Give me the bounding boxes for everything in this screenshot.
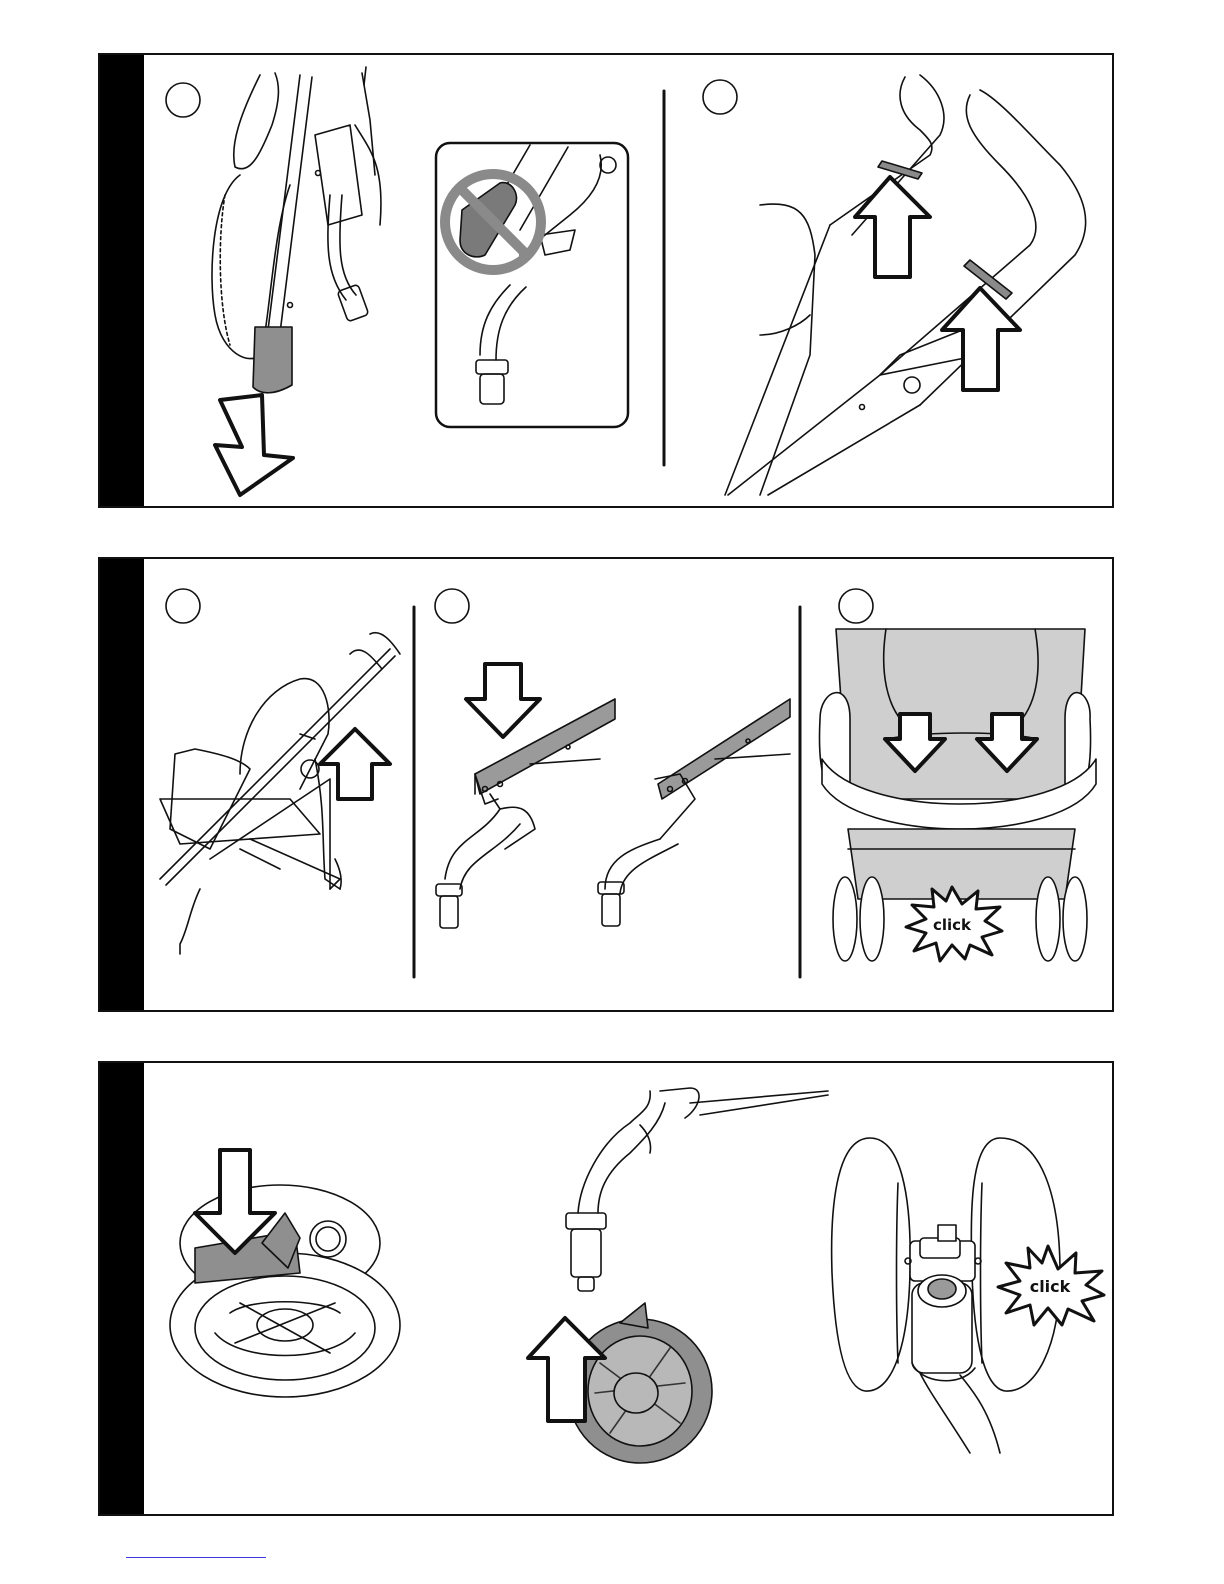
lock-joint-after-illustration [598, 699, 790, 926]
down-arrow-icon [466, 664, 540, 737]
step-2-circle-icon [703, 80, 737, 114]
wheel-mount-illustration [566, 1088, 828, 1291]
up-arrow-icon [855, 177, 930, 277]
click-label: click [1030, 1277, 1071, 1296]
lock-joint-before-illustration [436, 699, 615, 928]
step-3-circle-icon [839, 589, 873, 623]
panel-3-illustration: click [100, 1063, 1114, 1516]
handlebar-illustration [725, 75, 1086, 495]
panel-2-illustration: click [100, 559, 1114, 1012]
footer-rule [126, 1557, 266, 1558]
step-1-circle-icon [166, 589, 200, 623]
step-2-circle-icon [435, 589, 469, 623]
click-label: click [933, 916, 972, 934]
instruction-panel-2: click [98, 557, 1114, 1012]
instruction-panel-3: click [98, 1061, 1114, 1516]
stroller-frame-illustration [212, 67, 381, 359]
instruction-panel-1 [98, 53, 1114, 508]
up-arrow-icon [942, 288, 1020, 390]
foot-brake-pedal [253, 327, 292, 393]
step-1-circle-icon [166, 83, 200, 117]
panel-1-illustration [100, 55, 1114, 508]
down-arrow-icon [215, 395, 293, 495]
